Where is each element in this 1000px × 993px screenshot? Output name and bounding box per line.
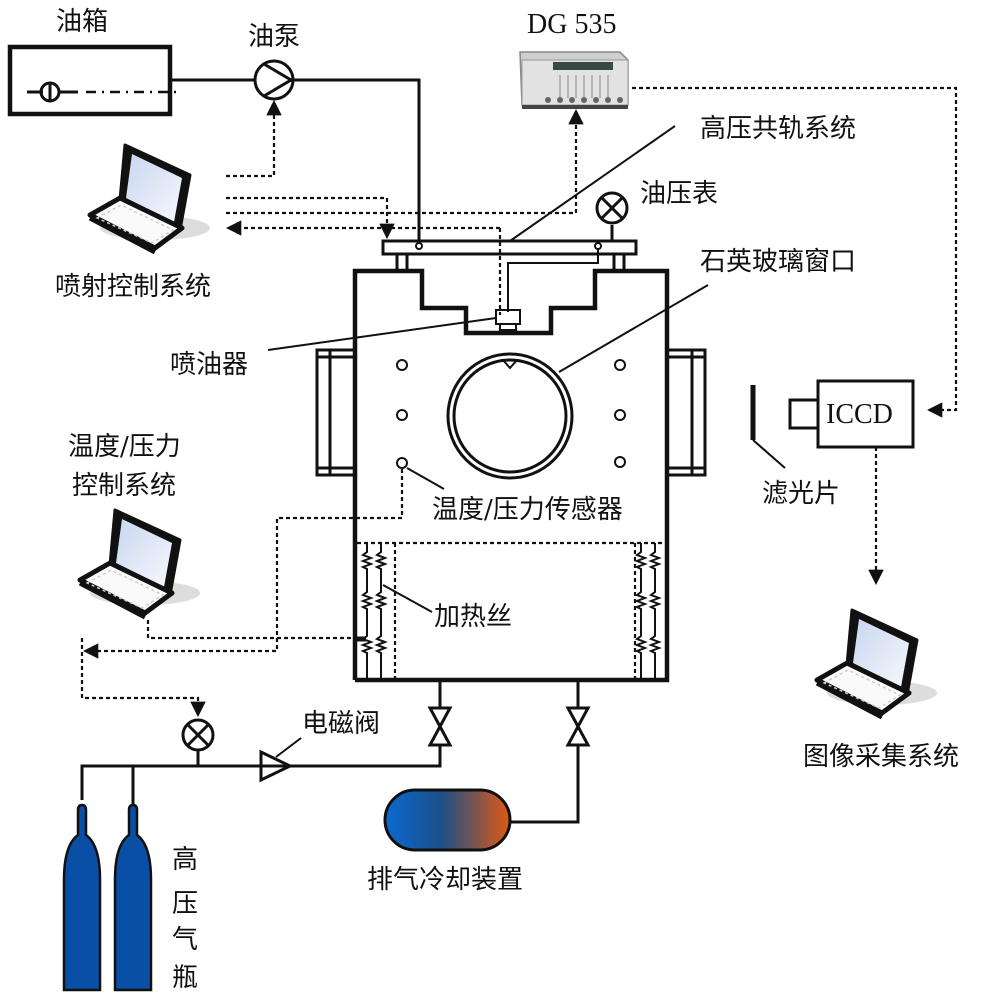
- leader-common-rail: [509, 125, 676, 242]
- quartz-window-label: 石英玻璃窗口: [700, 247, 856, 277]
- exhaust-valve-icon: [565, 680, 591, 747]
- gas-cylinder-label-char: 瓶: [172, 963, 198, 993]
- heating-wire-label: 加热丝: [434, 602, 512, 632]
- temp-pressure-control-laptop-icon: [80, 510, 200, 617]
- leader-solenoid-valve: [275, 737, 302, 758]
- iccd-camera: [788, 379, 915, 449]
- gas-cylinder-label-char: 压: [172, 889, 198, 919]
- leader-sensor: [406, 467, 445, 490]
- injection-control-laptop-icon: [90, 145, 210, 252]
- gas-cylinder-label-char: 高: [172, 845, 198, 875]
- heater-control-line: [146, 620, 355, 640]
- exhaust-cooling-label: 排气冷却装置: [367, 865, 523, 895]
- oil-tank: [7, 44, 176, 117]
- heating-wire-icon: [360, 542, 660, 681]
- quartz-window: [446, 352, 574, 480]
- combustion-chamber: [315, 268, 707, 683]
- dg535-label: DG 535: [527, 9, 616, 40]
- iccd-label: ICCD: [826, 399, 893, 430]
- common-rail: [381, 239, 638, 312]
- gas-valve-control-line: [80, 638, 206, 718]
- solenoid-valve-label: 电磁阀: [302, 709, 380, 739]
- oil-pressure-gauge-label: 油压表: [640, 179, 718, 209]
- gas-cylinder-icon: [62, 803, 102, 992]
- oil-line-to-rail: [293, 78, 421, 244]
- oil-pump-icon: [253, 59, 295, 101]
- injector-icon: [495, 309, 521, 331]
- temp-pressure-control-label-1: 温度/压力: [68, 432, 181, 462]
- exhaust-cooling-device: [383, 788, 512, 852]
- gas-cylinder-label-char: 气: [172, 925, 198, 955]
- control-line-rail: [226, 196, 395, 240]
- gas-cylinder-icon: [113, 803, 153, 992]
- common-rail-label: 高压共轨系统: [700, 114, 856, 144]
- leader-heating-wire: [382, 584, 433, 613]
- oil-pump-label: 油泵: [248, 22, 300, 52]
- leader-injector: [267, 317, 497, 351]
- control-line-pump: [226, 99, 282, 178]
- temp-pressure-sensor-label: 温度/压力传感器: [432, 495, 623, 525]
- oil-tank-label: 油箱: [56, 7, 108, 37]
- solenoid-valve-icon: [259, 749, 294, 783]
- intake-valve-icon: [427, 680, 453, 747]
- trigger-line-dg535-iccd: [632, 86, 958, 418]
- leader-quartz-window: [558, 284, 709, 373]
- image-acquisition-label: 图像采集系统: [803, 742, 959, 772]
- exhaust-line: [505, 745, 580, 824]
- image-acquisition-laptop-icon: [817, 610, 937, 717]
- control-line-dg535: [226, 108, 584, 215]
- dg535-device-icon: [519, 51, 629, 109]
- injection-control-label: 喷射控制系统: [55, 272, 211, 302]
- gas-pressure-gauge-icon: [181, 718, 215, 766]
- temp-pressure-control-label-2: 控制系统: [72, 471, 176, 501]
- filter-icon: [750, 385, 786, 469]
- filter-label: 滤光片: [762, 479, 840, 509]
- injector-label: 喷油器: [170, 350, 248, 380]
- oil-pressure-gauge-icon: [595, 191, 629, 241]
